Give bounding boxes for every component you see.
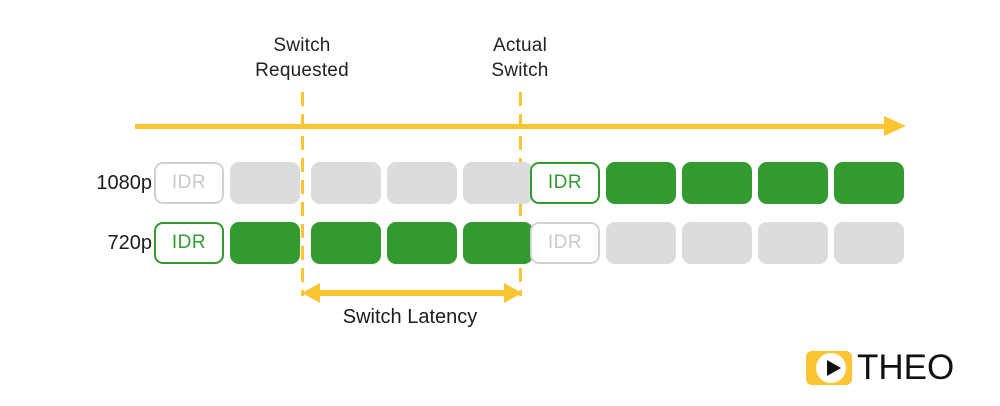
idr-frame-segment: IDR: [530, 162, 600, 204]
timeline-axis: [135, 124, 890, 129]
marker-label-actual-switch: Actual Switch: [491, 35, 549, 81]
frame-segment: [387, 162, 457, 204]
frame-segment: [606, 162, 676, 204]
row-label-1080p: 1080p: [96, 172, 152, 194]
stream-row-1080p: 1080p IDR IDR: [0, 162, 1000, 204]
frame-segment: [311, 222, 381, 264]
frame-segment: [834, 222, 904, 264]
frame-segment: [682, 162, 752, 204]
stream-row-720p: 720p IDR IDR: [0, 222, 1000, 264]
frame-segment: [230, 162, 300, 204]
logo-wordmark: THEO: [857, 348, 955, 387]
frame-segment: [387, 222, 457, 264]
frame-segment: [463, 162, 533, 204]
frame-segment: [606, 222, 676, 264]
idr-frame-segment: IDR: [154, 162, 224, 204]
marker-line-switch-requested: [301, 92, 304, 296]
latency-span-bar: [316, 290, 506, 296]
frame-segment: [758, 222, 828, 264]
idr-frame-segment: IDR: [154, 222, 224, 264]
latency-arrow-right-icon: [504, 283, 522, 303]
frame-segment: [311, 162, 381, 204]
idr-frame-segment: IDR: [530, 222, 600, 264]
frame-segment: [463, 222, 533, 264]
frame-segment: [682, 222, 752, 264]
logo-play-triangle: [827, 360, 841, 376]
row-label-720p: 720p: [107, 232, 153, 254]
latency-arrow-left-icon: [302, 283, 320, 303]
latency-caption: Switch Latency: [342, 306, 478, 328]
frame-segment: [758, 162, 828, 204]
play-button-icon: [806, 351, 852, 385]
frame-segment: [230, 222, 300, 264]
timeline-arrow-icon: [884, 116, 906, 136]
brand-logo: THEO: [806, 348, 954, 388]
frame-segment: [834, 162, 904, 204]
marker-label-switch-requested: Switch Requested: [255, 35, 349, 81]
